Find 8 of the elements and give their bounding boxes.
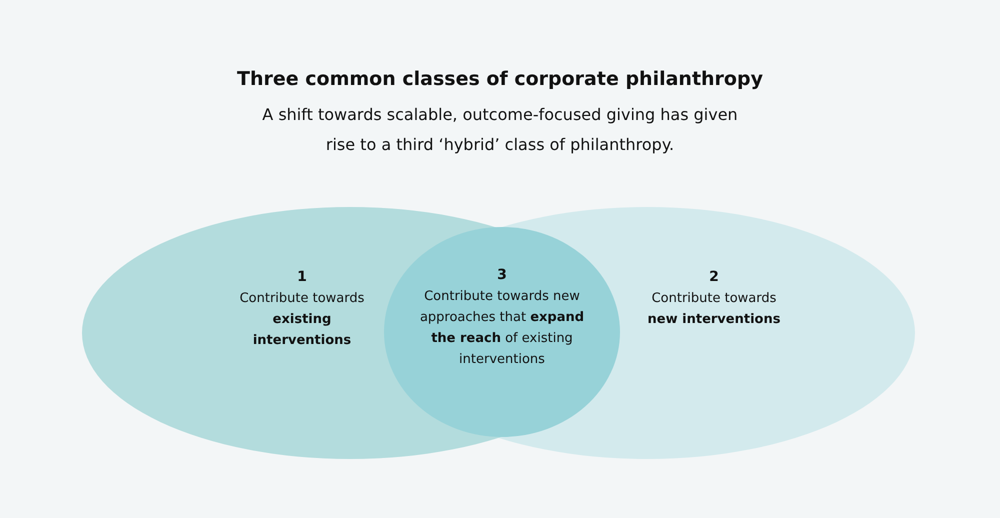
class-description: Contribute towards new approaches that expand the reach of existing interventions (418, 288, 586, 369)
class-description: Contribute towards new interventions (646, 290, 782, 329)
class-description: Contribute towards existing interventions (238, 290, 366, 350)
class-number: 3 (496, 266, 508, 285)
class-number: 2 (708, 268, 720, 287)
diagram-title: Three common classes of corporate philanthropy (236, 68, 764, 90)
subtitle: A shift towards scalable, outcome-focused giving has given rise to a third ‘hybrid’ class of philanthropy. (261, 104, 739, 156)
class-number: 1 (296, 268, 308, 287)
